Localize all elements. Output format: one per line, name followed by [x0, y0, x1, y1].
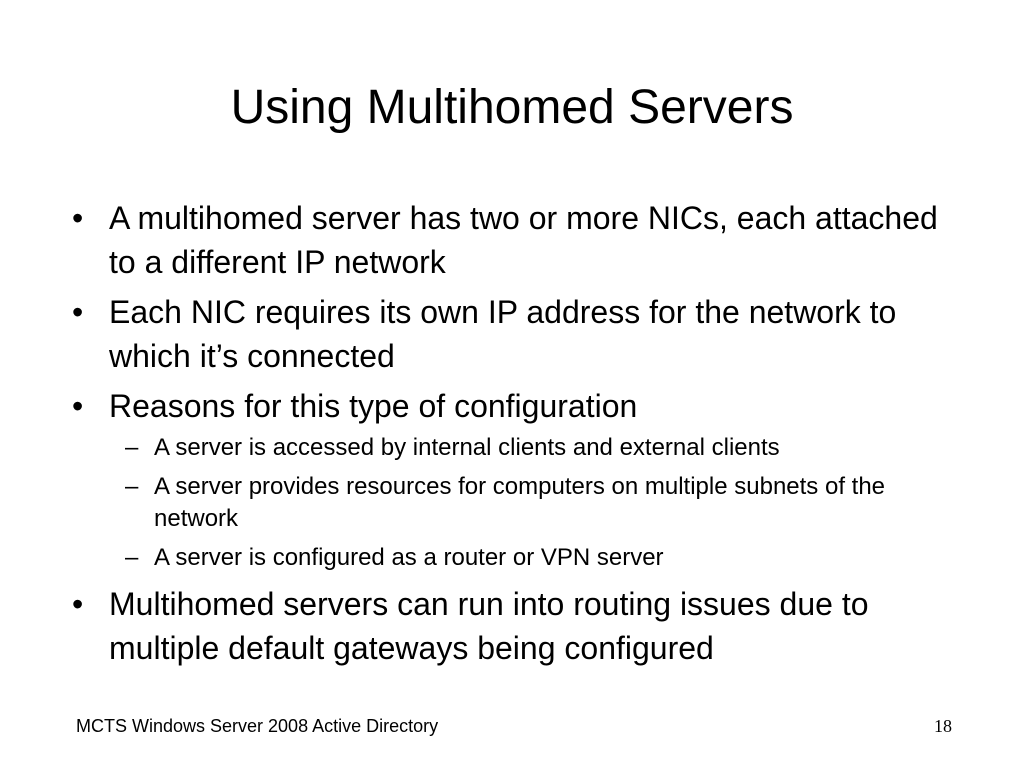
sub-bullet-text: A server is accessed by internal clients… [154, 434, 780, 461]
bullet-list: • A multihomed server has two or more NI… [0, 196, 1024, 676]
bullet-marker: • [72, 294, 84, 330]
bullet-item: • Multihomed servers can run into routin… [0, 582, 1024, 670]
sub-bullet-item: – A server is accessed by internal clien… [109, 432, 964, 464]
sub-bullet-marker: – [125, 544, 139, 571]
slide-title: Using Multihomed Servers [230, 81, 794, 134]
bullet-item: • A multihomed server has two or more NI… [0, 196, 1024, 284]
sub-bullet-text: A server is configured as a router or VP… [154, 544, 664, 571]
footer-course-title: MCTS Windows Server 2008 Active Director… [76, 716, 439, 736]
sub-bullet-text: A server provides resources for computer… [154, 473, 886, 532]
bullet-text: Each NIC requires its own IP address for… [109, 294, 897, 374]
slide-number: 18 [934, 716, 952, 736]
sub-bullet-item: – A server provides resources for comput… [109, 471, 964, 535]
bullet-item: • Reasons for this type of configuration… [0, 384, 1024, 574]
bullet-marker: • [72, 586, 84, 622]
bullet-item: • Each NIC requires its own IP address f… [0, 290, 1024, 378]
sub-bullet-list: – A server is accessed by internal clien… [109, 432, 964, 574]
bullet-text: Reasons for this type of configuration [109, 388, 638, 424]
bullet-text: Multihomed servers can run into routing … [109, 586, 869, 666]
bullet-marker: • [72, 200, 84, 236]
sub-bullet-item: – A server is configured as a router or … [109, 542, 964, 574]
sub-bullet-marker: – [125, 434, 139, 461]
sub-bullet-marker: – [125, 473, 139, 500]
bullet-text: A multihomed server has two or more NICs… [109, 200, 938, 280]
bullet-marker: • [72, 388, 84, 424]
